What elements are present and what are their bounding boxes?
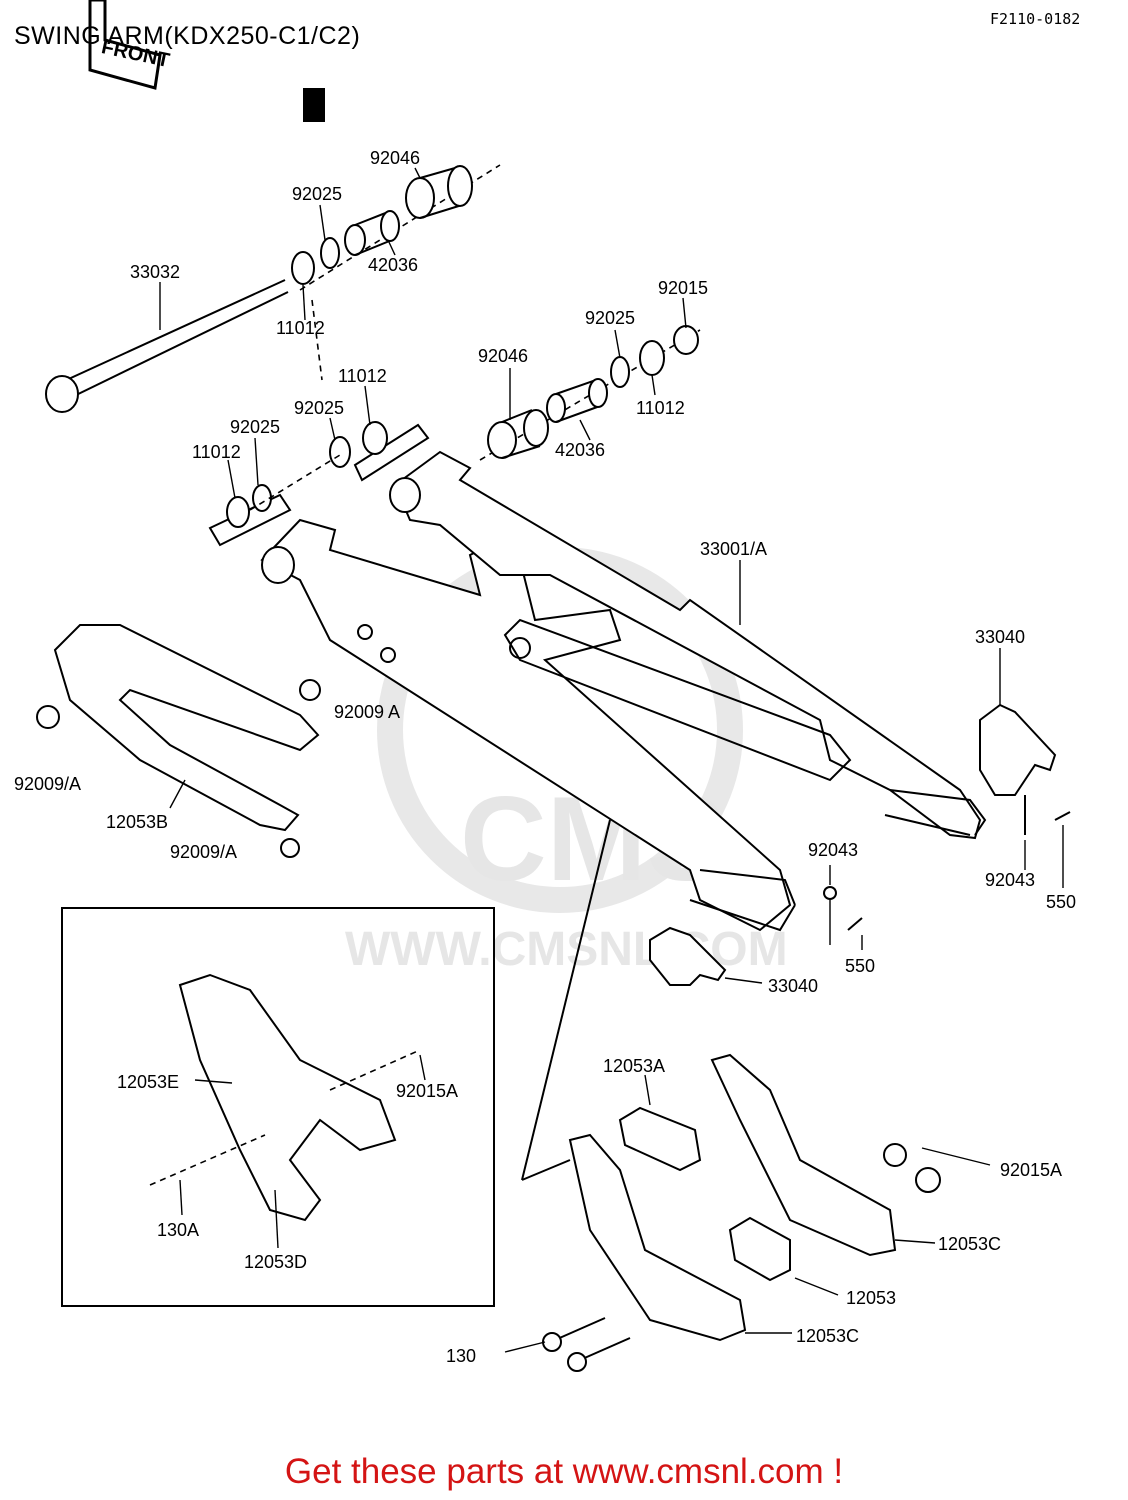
part-label: 92043 — [808, 840, 858, 860]
sleeve-42036-top — [344, 210, 400, 256]
pivot-shaft-33032 — [45, 279, 289, 413]
washer-92025-top — [320, 237, 340, 269]
part-label: 12053A — [603, 1056, 665, 1076]
pin-92043-left — [823, 886, 837, 900]
leader-lines — [159, 167, 1064, 1353]
block-12053A — [618, 1106, 702, 1172]
swing-arm-33001 — [260, 450, 987, 932]
inset-box-earlier-model — [61, 907, 495, 1307]
nut-92015A-1 — [883, 1143, 907, 1167]
part-label: 130 — [446, 1346, 476, 1366]
washer-92025-right — [610, 356, 630, 388]
part-label: 12053 — [846, 1288, 896, 1308]
bearing-11012-right — [639, 340, 665, 376]
part-label: 92015 — [658, 278, 708, 298]
part-label: 11012 — [338, 366, 387, 386]
part-label: 550 — [845, 956, 875, 976]
part-label: 92025 — [230, 417, 280, 437]
footer-promo-link[interactable]: Get these parts at www.cmsnl.com ! — [284, 1452, 844, 1491]
part-label: 130A — [157, 1220, 199, 1240]
adjuster-33040-left — [649, 926, 727, 986]
part-label: 33040 — [768, 976, 818, 996]
part-label: 92046 — [370, 148, 420, 168]
pin-550-right — [1054, 811, 1071, 821]
part-label: 92009 A — [334, 702, 400, 722]
bearing-11012-left — [226, 496, 250, 528]
part-label: 33040 — [975, 627, 1025, 647]
part-label: 92025 — [585, 308, 635, 328]
cap-92015 — [673, 325, 699, 355]
part-label: 92025 — [294, 398, 344, 418]
collar-92046-right — [487, 409, 549, 459]
part-label: 12053B — [106, 812, 168, 832]
part-label: 42036 — [555, 440, 605, 460]
pin-550-left — [847, 917, 863, 931]
front-arrow: FRONT — [88, 0, 171, 90]
collar-92046-top — [405, 165, 473, 219]
part-label: 92015A — [1000, 1160, 1062, 1180]
part-label: 92046 — [478, 346, 528, 366]
bearing-11012-mid — [362, 421, 388, 455]
part-label: 92025 — [292, 184, 342, 204]
washer-92025-mid — [329, 436, 351, 468]
bearing-11012-top — [291, 251, 315, 285]
bracket-12053C-upper — [710, 1053, 897, 1257]
bolts-130 — [542, 1317, 631, 1372]
part-label: 12053E — [117, 1072, 179, 1092]
part-label: 12053C — [938, 1234, 1001, 1254]
grease-symbol — [303, 88, 325, 122]
part-label: 12053D — [244, 1252, 307, 1272]
part-label: 33001/A — [700, 539, 767, 559]
chain-guide-12053B — [36, 624, 321, 858]
bracket-12053C-lower — [568, 1133, 747, 1342]
part-label: 11012 — [276, 318, 325, 338]
inset-chain-guide — [178, 973, 397, 1222]
part-labels: 92046 92025 42036 33032 11012 92015 9202… — [14, 148, 1076, 1366]
part-label: 92009/A — [170, 842, 237, 862]
part-label: 42036 — [368, 255, 418, 275]
sleeve-42036-right — [546, 378, 608, 423]
washer-92025-left — [252, 484, 272, 512]
part-label: 92009/A — [14, 774, 81, 794]
part-label: 11012 — [192, 442, 241, 462]
block-12053 — [728, 1216, 791, 1282]
part-label: 11012 — [636, 398, 685, 418]
adjuster-33040-right — [979, 703, 1057, 796]
diagram-code: F2110-0182 — [990, 10, 1081, 28]
part-label: 33032 — [130, 262, 180, 282]
part-label: 12053C — [796, 1326, 859, 1346]
part-label: 92015A — [396, 1081, 458, 1101]
part-label: 92043 — [985, 870, 1035, 890]
part-label: 550 — [1046, 892, 1076, 912]
nut-92015A-2 — [915, 1167, 941, 1193]
diagram-title: SWING ARM(KDX250-C1/C2) — [14, 22, 361, 50]
